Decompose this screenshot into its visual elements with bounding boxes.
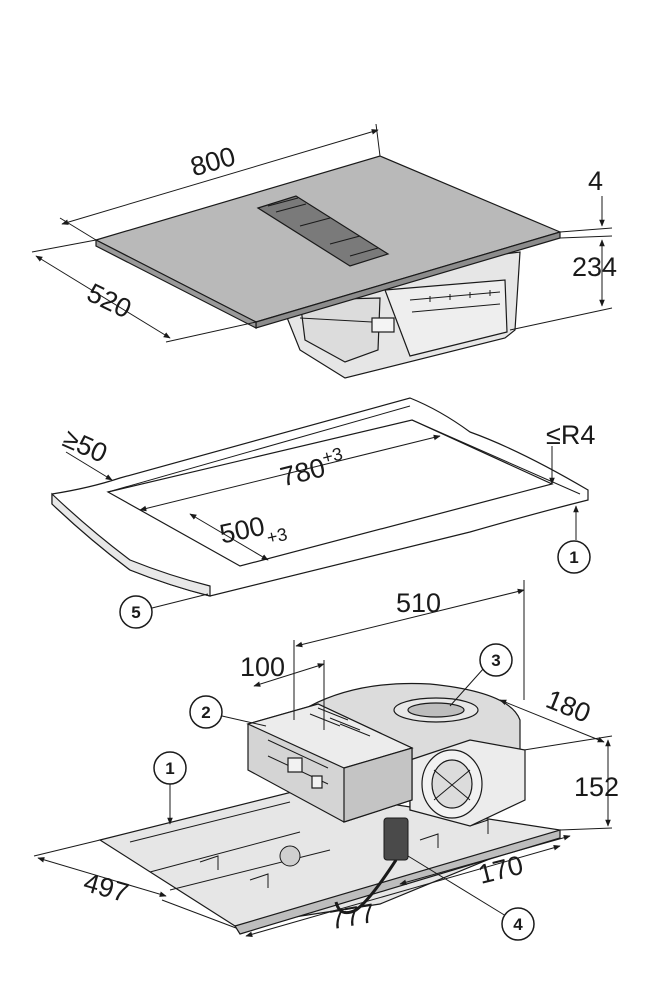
dim-100: 100 [240, 652, 325, 730]
electronics-box [246, 703, 414, 823]
callout-3-label: 3 [491, 651, 500, 670]
callout-3: 3 [449, 643, 513, 707]
svg-text:500+3: 500+3 [217, 506, 289, 557]
dim-4-label: 4 [588, 166, 603, 196]
callout-4: 4 [407, 855, 535, 941]
callout-5: 5 [119, 593, 209, 629]
callout-2: 2 [189, 695, 267, 729]
dim-780-tol: +3 [320, 444, 345, 468]
dim-510: 510 [293, 580, 525, 720]
dim-radius-label: ≤R4 [546, 420, 595, 450]
dim-520-label: 520 [82, 278, 136, 325]
dim-152-label: 152 [574, 772, 619, 802]
hob-underside [98, 682, 563, 935]
callout-4-label: 4 [513, 915, 523, 934]
dim-min-edge-label: ≥50 [59, 423, 112, 469]
callout-1-lower-label: 1 [165, 759, 174, 778]
callout-1-lower: 1 [153, 751, 187, 825]
dim-radius: ≤R4 [546, 420, 595, 485]
dim-777-label: 777 [328, 898, 378, 935]
dim-234-label: 234 [572, 252, 617, 282]
dim-510-label: 510 [396, 588, 441, 618]
dim-100-label: 100 [240, 652, 285, 682]
callout-1-upper: 1 [557, 505, 591, 574]
callout-2-label: 2 [201, 703, 210, 722]
dim-180-label: 180 [542, 684, 595, 729]
fan-housing [308, 682, 526, 827]
dim-800-label: 800 [187, 141, 239, 182]
worktop-cutout [51, 397, 589, 597]
hob-unit [94, 155, 562, 379]
dim-500: 500+3 [189, 506, 289, 561]
dim-497-label: 497 [80, 867, 132, 908]
callout-5-label: 5 [131, 603, 140, 622]
dim-min-edge: ≥50 [59, 423, 113, 481]
dim-4: 4 [559, 166, 613, 239]
callout-1-upper-label: 1 [569, 548, 578, 567]
dim-152: 152 [523, 735, 619, 831]
dim-500-tol: +3 [265, 524, 289, 548]
dim-234: 234 [509, 239, 617, 331]
